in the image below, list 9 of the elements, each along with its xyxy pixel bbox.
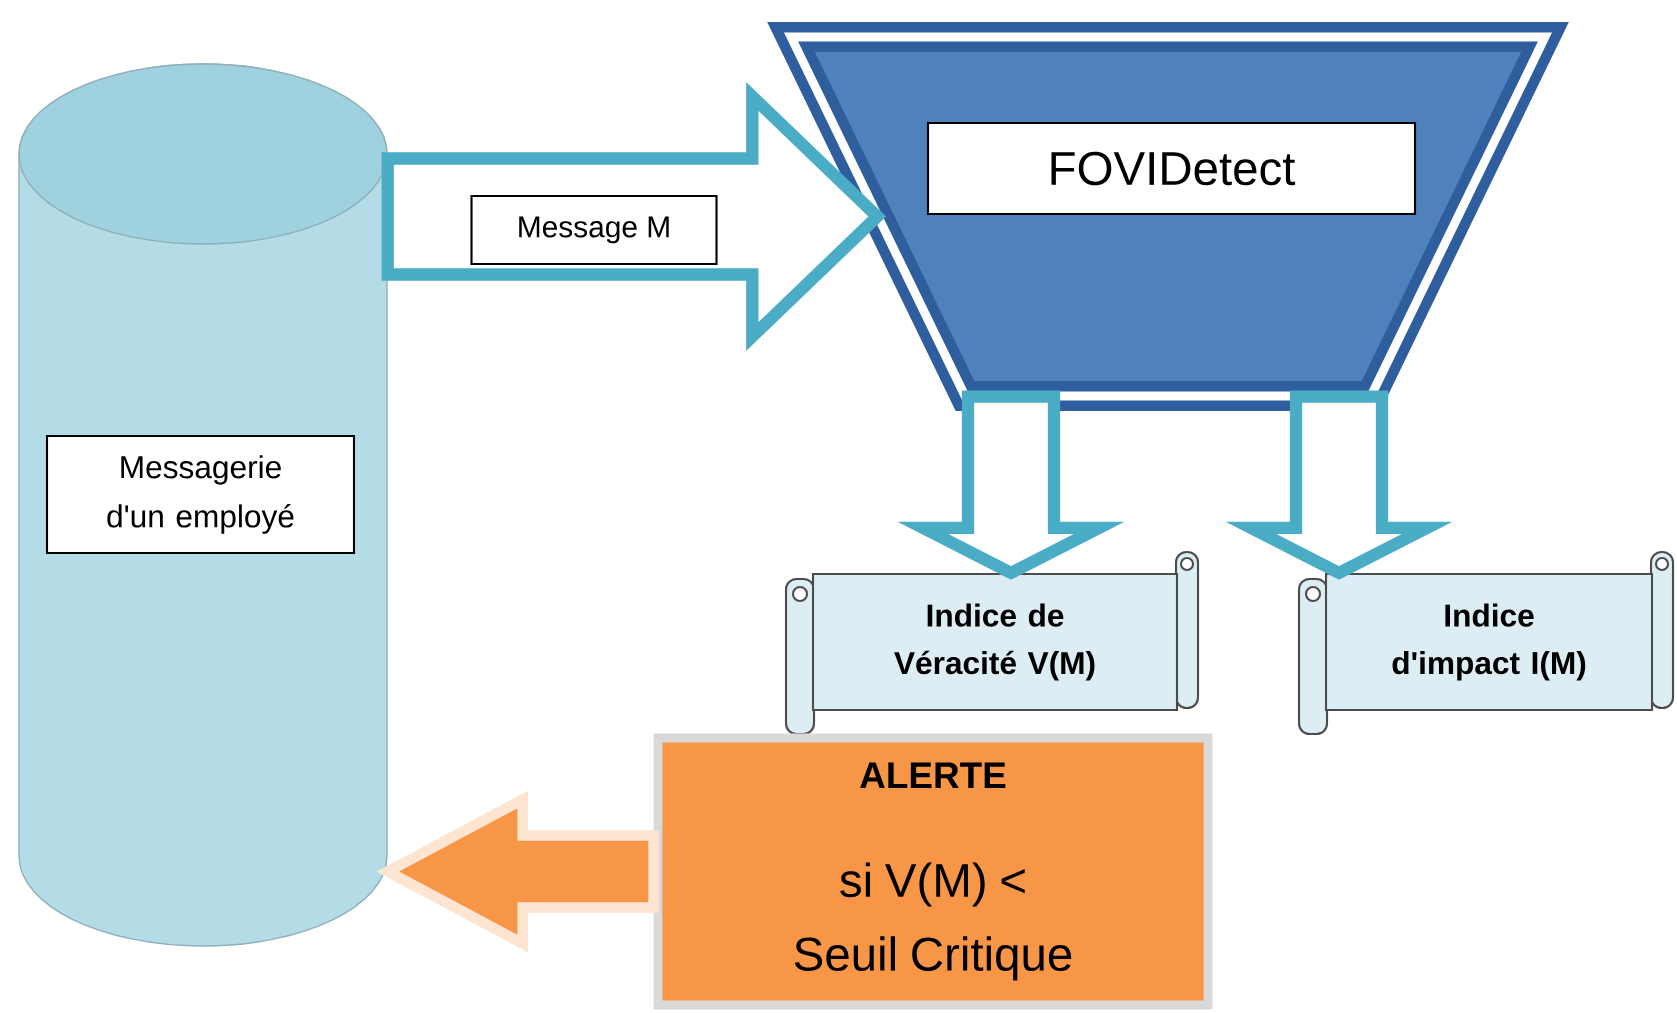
edge-label: Message M <box>470 194 718 266</box>
block-arrow <box>897 390 1125 580</box>
block-arrow <box>1225 390 1453 580</box>
scroll-box: Indice de Véracité V(M) <box>784 550 1200 736</box>
scroll-box: Indice d'impact I(M) <box>1297 550 1675 736</box>
text-box: Messagerie d'un employé <box>45 434 356 555</box>
text-box: FOVIDetect <box>926 121 1417 216</box>
block-arrow <box>376 790 659 953</box>
alert-box: ALERTE si V(M) < Seuil Critique <box>653 733 1213 1010</box>
